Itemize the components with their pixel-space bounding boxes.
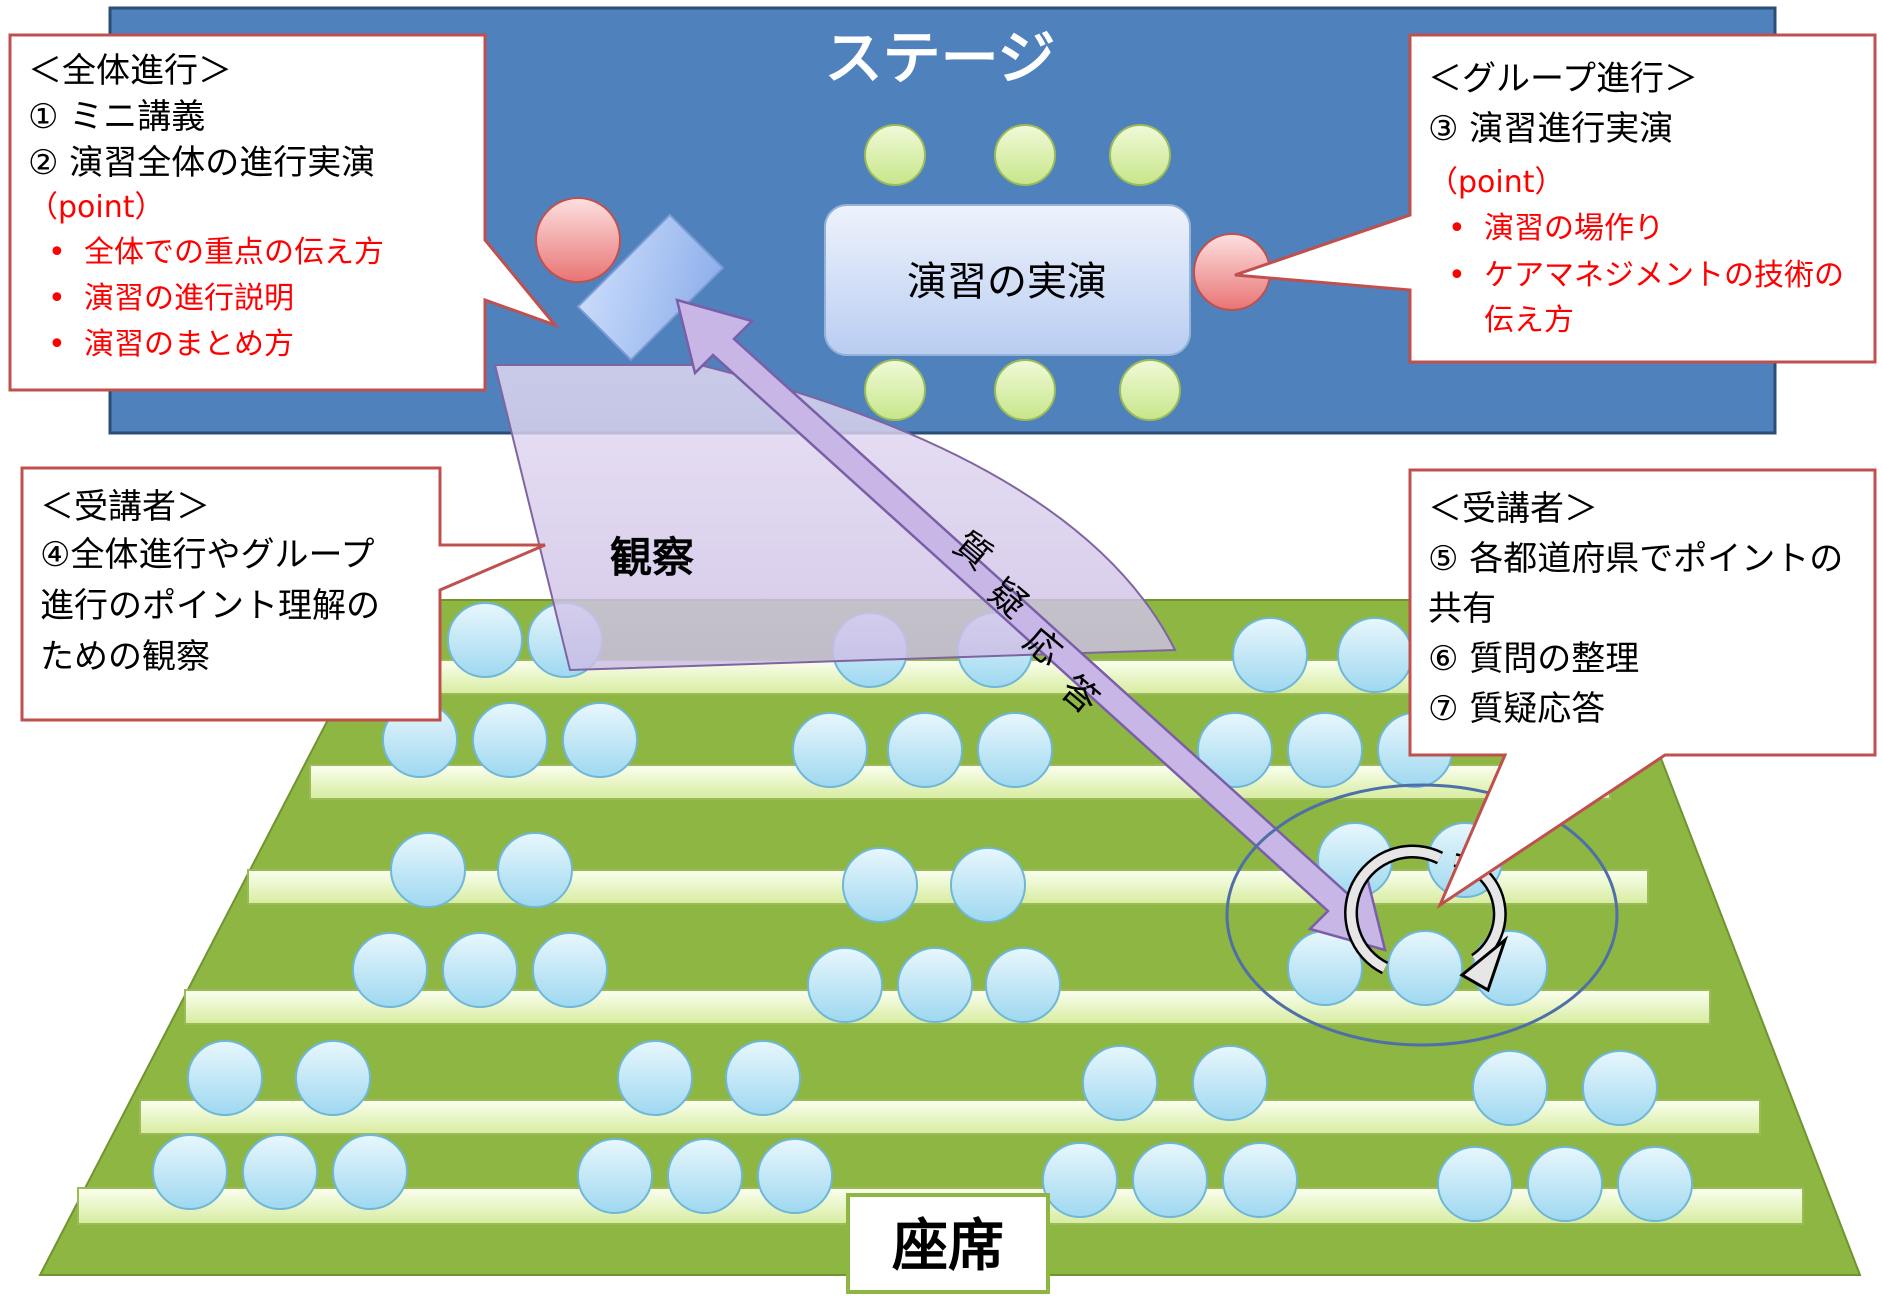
seat — [332, 1134, 408, 1210]
seat — [187, 1040, 263, 1116]
seat — [725, 1040, 801, 1116]
point-item: ケアマネジメントの技術の 伝え方 — [1484, 258, 1854, 338]
seat — [1042, 1142, 1118, 1218]
seat — [757, 1138, 833, 1214]
seat — [390, 832, 466, 908]
seat — [887, 712, 963, 788]
seat — [1197, 712, 1273, 788]
seat — [152, 1134, 228, 1210]
seat — [472, 702, 548, 778]
callout-group: ＜グループ進行＞ ③ 演習進行実演 （point） • 演習の場作り • ケアマ… — [1234, 33, 1877, 364]
seat — [295, 1040, 371, 1116]
chair — [994, 124, 1056, 186]
bench — [247, 869, 1649, 905]
point-item: 演習のまとめ方 — [84, 327, 294, 362]
seat — [977, 712, 1053, 788]
callout-line: ⑥ 質問の整理 — [1428, 639, 1639, 679]
point-label: （point） — [1428, 165, 1565, 200]
overall-facilitator — [535, 197, 621, 283]
seat — [1337, 617, 1413, 693]
practice-table — [824, 204, 1191, 356]
seat — [950, 847, 1026, 923]
seat — [447, 602, 523, 678]
callout-heading: ＜グループ進行＞ — [1428, 59, 1698, 99]
chair — [864, 124, 926, 186]
seat — [577, 1138, 653, 1214]
seat — [617, 1040, 693, 1116]
point-bullet: • — [1448, 258, 1466, 293]
seat — [1222, 1142, 1298, 1218]
chair — [994, 359, 1056, 421]
seat — [442, 932, 518, 1008]
callout-line: ⑤ 各都道府県でポイントの 共有 — [1428, 539, 1854, 629]
discussion-circle — [1225, 783, 1619, 1047]
seat — [1287, 712, 1363, 788]
callout-trainee-right: ＜受講者＞ ⑤ 各都道府県でポイントの 共有 ⑥ 質問の整理 ⑦ 質疑応答 — [1408, 468, 1877, 910]
seat — [1582, 1050, 1658, 1126]
seat — [985, 947, 1061, 1023]
stage-title: ステージ — [825, 24, 1056, 92]
chair — [1119, 359, 1181, 421]
rotate-arrow-icon — [1346, 847, 1443, 973]
seat — [352, 932, 428, 1008]
seat — [1437, 1146, 1513, 1222]
seat — [807, 947, 883, 1023]
seat — [792, 712, 868, 788]
point-item: 全体での重点の伝え方 — [84, 235, 384, 270]
observation-label: 観察 — [610, 533, 694, 582]
practice-label: 演習の実演 — [907, 259, 1107, 305]
callout-heading: ＜全体進行＞ — [28, 51, 232, 91]
seat — [242, 1134, 318, 1210]
callout-line: ⑦ 質疑応答 — [1428, 689, 1605, 729]
chair — [864, 359, 926, 421]
seat — [532, 932, 608, 1008]
callout-heading: ＜受講者＞ — [1428, 489, 1598, 529]
seat — [1472, 1050, 1548, 1126]
point-item: 演習の場作り — [1484, 211, 1664, 246]
seat — [1192, 1045, 1268, 1121]
point-bullet: • — [48, 327, 66, 362]
callout-line: ④全体進行やグループ 進行のポイント理解の ための観察 — [40, 535, 391, 677]
callout-overall: ＜全体進行＞ ① ミニ講義 ② 演習全体の進行実演 （point） • 全体での… — [8, 33, 560, 392]
chair — [1109, 124, 1171, 186]
callout-line: ① ミニ講義 — [28, 97, 205, 137]
seat — [1082, 1045, 1158, 1121]
callout-line: ③ 演習進行実演 — [1428, 109, 1673, 149]
seat — [667, 1138, 743, 1214]
seating-label-box — [846, 1193, 1050, 1294]
seat — [1132, 1142, 1208, 1218]
point-bullet: • — [48, 235, 66, 270]
seat — [562, 702, 638, 778]
seat — [497, 832, 573, 908]
practice-group: 演習の実演 — [824, 124, 1271, 421]
seat — [1527, 1146, 1603, 1222]
seat — [897, 947, 973, 1023]
point-bullet: • — [48, 281, 66, 316]
seat — [1387, 930, 1463, 1006]
callout-trainee-left: ＜受講者＞ ④全体進行やグループ 進行のポイント理解の ための観察 — [20, 466, 546, 722]
seating-label: 座席 — [892, 1214, 1004, 1279]
arrowhead-icon — [1459, 935, 1509, 993]
projector-screen — [576, 213, 725, 362]
point-bullet: • — [1448, 211, 1466, 246]
seat — [842, 847, 918, 923]
point-item: 演習の進行説明 — [84, 281, 294, 316]
qa-arrow-shape — [675, 298, 1387, 952]
point-label: （point） — [28, 190, 165, 225]
callout-line: ② 演習全体の進行実演 — [28, 143, 375, 183]
seat — [1232, 617, 1308, 693]
callout-heading: ＜受講者＞ — [40, 487, 210, 527]
seat — [1617, 1146, 1693, 1222]
